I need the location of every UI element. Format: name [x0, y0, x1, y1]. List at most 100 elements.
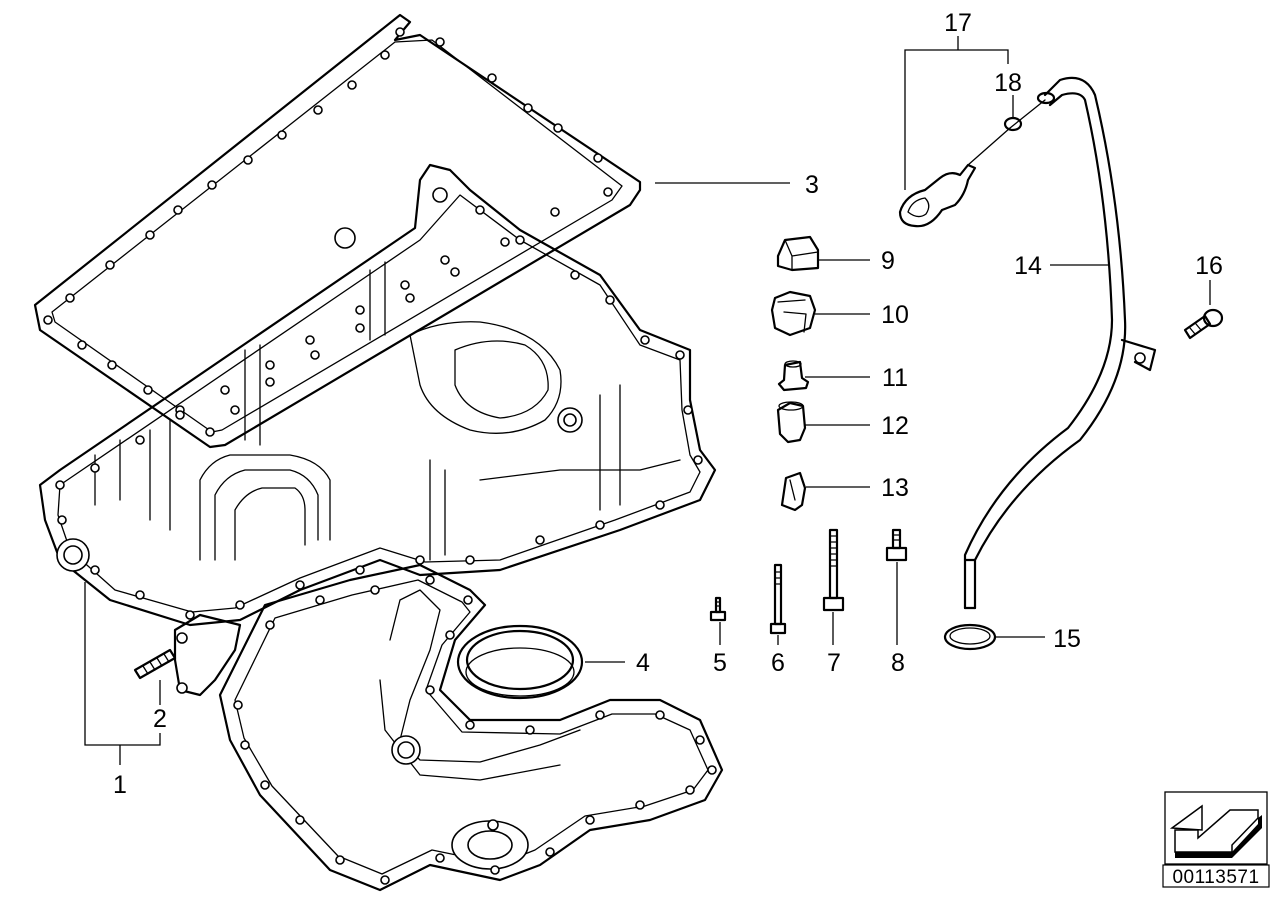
bolt-7[interactable] [822, 528, 845, 612]
bolt-hole [605, 295, 615, 305]
bolt-hole [265, 377, 275, 387]
callout-5: 5 [713, 649, 727, 677]
bolt-16[interactable] [1183, 308, 1224, 340]
bolt-hole [515, 235, 525, 245]
bolt-hole [440, 255, 450, 265]
oil-pan-upper[interactable] [38, 163, 717, 627]
bolt-hole [463, 595, 473, 605]
callout-7: 7 [827, 649, 841, 677]
callout-4: 4 [636, 649, 650, 677]
bolt-hole [90, 463, 100, 473]
bolt-hole [143, 385, 153, 395]
grommet-10[interactable] [770, 290, 817, 337]
bolt-hole [415, 555, 425, 565]
callout-16: 16 [1195, 252, 1223, 280]
direction-arrow-icon [1164, 791, 1268, 865]
callout-9: 9 [881, 247, 895, 275]
bolt-hole [450, 267, 460, 277]
callout-15: 15 [1053, 625, 1081, 653]
bolt-hole [465, 720, 475, 730]
callout-12: 12 [881, 412, 909, 440]
bolt-hole [435, 37, 445, 47]
bushing-11[interactable] [777, 360, 810, 392]
bolt-hole [173, 205, 183, 215]
bolt-hole [355, 565, 365, 575]
bolt-hole [693, 455, 703, 465]
oil-dipstick[interactable] [898, 99, 1046, 228]
bolt-hole [65, 293, 75, 303]
bolt-hole [685, 785, 695, 795]
bolt-hole [593, 153, 603, 163]
oil-pan-bracket [173, 613, 242, 697]
callout-1: 1 [113, 771, 127, 799]
bolt-hole [295, 580, 305, 590]
callout-14: 14 [1014, 252, 1042, 280]
bolt-hole [695, 735, 705, 745]
bolt-hole [675, 350, 685, 360]
bolt-hole [475, 205, 485, 215]
oil-pan-lower[interactable] [218, 563, 724, 892]
bolt-hole [553, 123, 563, 133]
bolt-hole [313, 105, 323, 115]
bolt-hole [175, 410, 185, 420]
bolt-hole [265, 360, 275, 370]
bolt-hole [260, 780, 270, 790]
bolt-hole [640, 335, 650, 345]
bolt-hole [277, 130, 287, 140]
bolt-hole [550, 207, 560, 217]
bolt-hole [585, 815, 595, 825]
bolt-hole [145, 230, 155, 240]
bolt-hole [295, 815, 305, 825]
bolt-hole [490, 865, 500, 875]
bolt-hole [107, 360, 117, 370]
bolt-6[interactable] [769, 563, 787, 635]
bolt-hole [425, 685, 435, 695]
bolt-hole [535, 535, 545, 545]
bolt-hole [310, 350, 320, 360]
bolt-hole [655, 500, 665, 510]
o-ring-15[interactable] [943, 623, 997, 651]
callout-2: 2 [153, 705, 167, 733]
bolt-hole [240, 740, 250, 750]
callout-11: 11 [882, 364, 908, 392]
bolt-hole [603, 187, 613, 197]
shaft-seal[interactable] [456, 624, 584, 700]
bolt-hole [185, 610, 195, 620]
bolt-hole [500, 237, 510, 247]
bolt-8[interactable] [885, 528, 908, 562]
bolt-5[interactable] [709, 596, 727, 622]
bolt-hole [335, 855, 345, 865]
bolt-hole [465, 555, 475, 565]
reference-number: 00113571 [1172, 867, 1259, 888]
bolt-hole [395, 27, 405, 37]
bolt-hole [220, 385, 230, 395]
bolt-hole [105, 260, 115, 270]
sleeve-12[interactable] [776, 401, 807, 444]
bolt-hole [525, 725, 535, 735]
bolt-hole [77, 340, 87, 350]
bolt-hole [90, 565, 100, 575]
bolt-hole [305, 335, 315, 345]
clip-13[interactable] [780, 471, 807, 512]
dipstick-seal-18[interactable] [1003, 116, 1023, 132]
bolt-hole [445, 630, 455, 640]
bolt-hole [347, 80, 357, 90]
bolt-hole [405, 293, 415, 303]
plug-9[interactable] [776, 235, 820, 272]
bolt-hole [370, 585, 380, 595]
bolt-hole [230, 405, 240, 415]
bolt-hole [243, 155, 253, 165]
bolt-hole [355, 305, 365, 315]
bolt-hole [655, 710, 665, 720]
reference-number-box: 00113571 [1162, 864, 1270, 888]
bolt-hole [207, 180, 217, 190]
oil-pan-gasket[interactable] [33, 13, 642, 449]
bolt-hole [523, 103, 533, 113]
dipstick-guide-tube[interactable] [963, 76, 1157, 610]
bolt-hole [570, 270, 580, 280]
stud-bolt[interactable] [133, 648, 177, 680]
bolt-hole [315, 595, 325, 605]
bolt-hole [265, 620, 275, 630]
bolt-hole [683, 405, 693, 415]
